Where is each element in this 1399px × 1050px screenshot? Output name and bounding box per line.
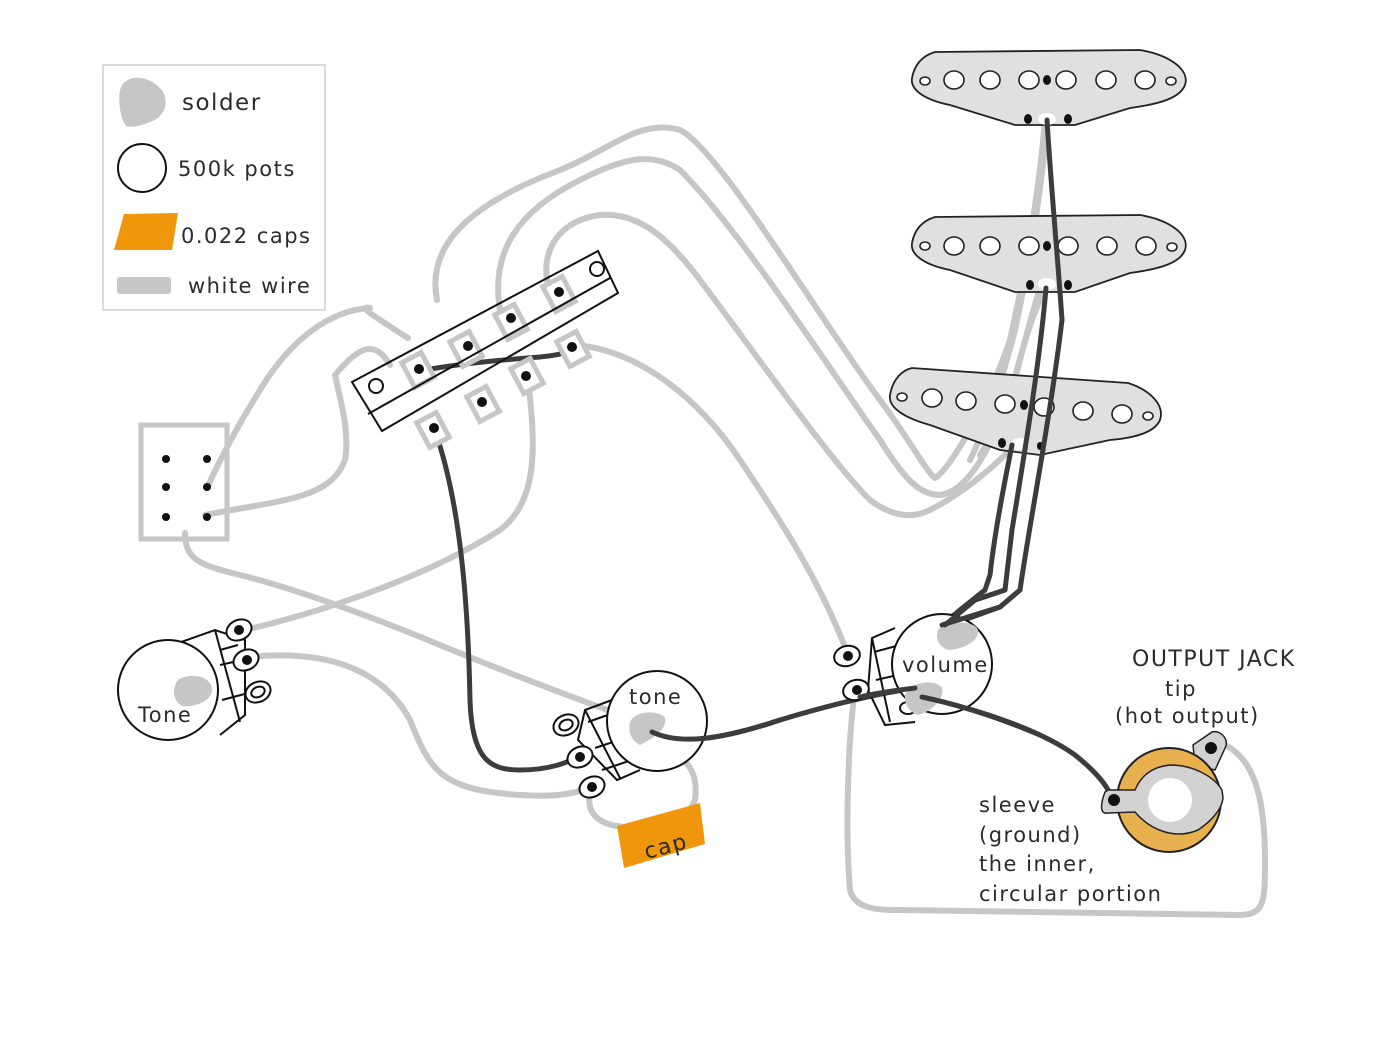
tone1-lugs [225, 618, 272, 704]
legend: solder 500k pots 0.022 caps white wire [102, 64, 326, 311]
sleeve-sub-label-2: the inner, [979, 852, 1096, 876]
pole-pieces [919, 236, 1178, 256]
legend-label-solder: solder [182, 90, 262, 116]
pickup-middle [911, 214, 1187, 293]
sleeve-label: sleeve [979, 793, 1056, 817]
wire-neck-ground [947, 117, 1065, 628]
tone2-lugs [552, 713, 606, 799]
output-jack-title: OUTPUT JACK [1132, 647, 1296, 672]
wire-bridge-hot [543, 211, 1013, 519]
tone-pot-1[interactable]: Tone [117, 615, 274, 741]
legend-label-caps: 0.022 caps [181, 224, 311, 248]
cap-parallelogram-icon [114, 213, 178, 250]
pole-pieces [919, 70, 1177, 90]
sleeve-sub-label-1: (ground) [979, 823, 1082, 847]
wire-tone1-to-tone2 [247, 652, 593, 799]
tone-pot-1-label: Tone [137, 703, 192, 727]
legend-label-white-wire: white wire [188, 274, 311, 298]
wire-volume-to-jack-tip [844, 687, 1268, 918]
output-jack-labels: OUTPUT JACK tip (hot output) sleeve (gro… [979, 647, 1296, 906]
volume-pot-label: volume [902, 653, 989, 677]
pickup-neck [911, 49, 1187, 126]
tip-sub-label: (hot output) [1115, 704, 1260, 728]
tip-label: tip [1165, 677, 1197, 701]
pole-pieces [896, 388, 1154, 424]
wire-switch-to-6pin [204, 304, 411, 491]
switch-lug-dots [414, 287, 577, 433]
switch-body [350, 249, 620, 433]
wire-switch-loop-left [202, 346, 393, 518]
legend-label-pots: 500k pots [178, 157, 296, 181]
selector-switch[interactable] [350, 249, 620, 451]
tone-pot-2[interactable]: tone [550, 670, 708, 802]
wire-switch-to-tone1 [242, 377, 536, 633]
output-jack[interactable] [1100, 730, 1228, 853]
wire-switch-to-tone2 [431, 425, 583, 773]
white-wire-swatch-icon [117, 277, 171, 294]
pot-circle-icon [117, 143, 167, 193]
pickup-bridge [889, 367, 1162, 456]
capacitor: cap [617, 803, 705, 868]
wire-middle-ground [942, 285, 1049, 628]
sleeve-sub-label-3: circular portion [979, 882, 1162, 906]
wire-bridge-ground [939, 442, 1015, 628]
wire-switch-to-volume [572, 342, 851, 658]
solder-blob-icon [119, 77, 166, 127]
six-pin-connector [138, 422, 230, 542]
wire-6pin-to-tone2 [182, 530, 643, 725]
tone-pot-2-label: tone [629, 685, 682, 709]
wire-switch-jumper [417, 343, 577, 374]
